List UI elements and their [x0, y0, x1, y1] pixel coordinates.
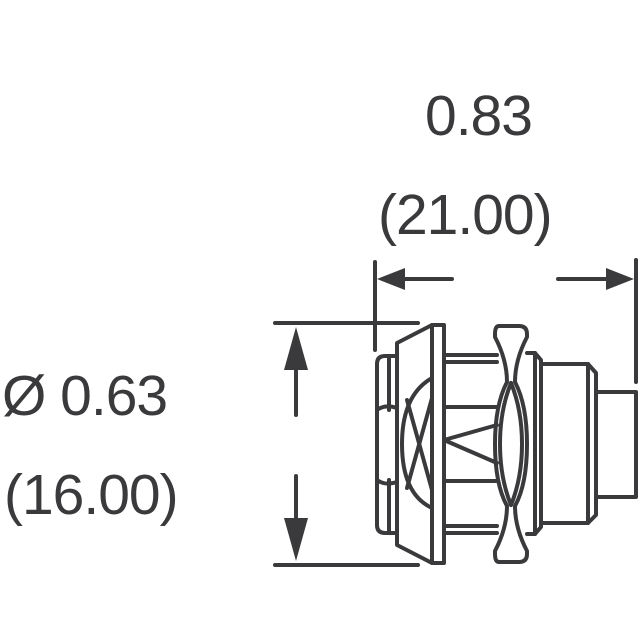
diameter-dimension-mm: (16.00): [4, 463, 179, 527]
arrow-right-icon: [606, 268, 634, 290]
arrow-up-icon: [284, 327, 308, 370]
connector-body: [375, 323, 638, 565]
diameter-dimension-lines: [273, 321, 420, 567]
length-dimension-inch: 0.83: [425, 84, 533, 148]
diameter-dimension-inch: Ø 0.63: [2, 364, 168, 428]
length-dimension-mm: (21.00): [378, 183, 553, 247]
arrow-left-icon: [377, 268, 405, 290]
length-dimension-lines: [373, 258, 638, 384]
arrow-down-icon: [284, 518, 308, 561]
